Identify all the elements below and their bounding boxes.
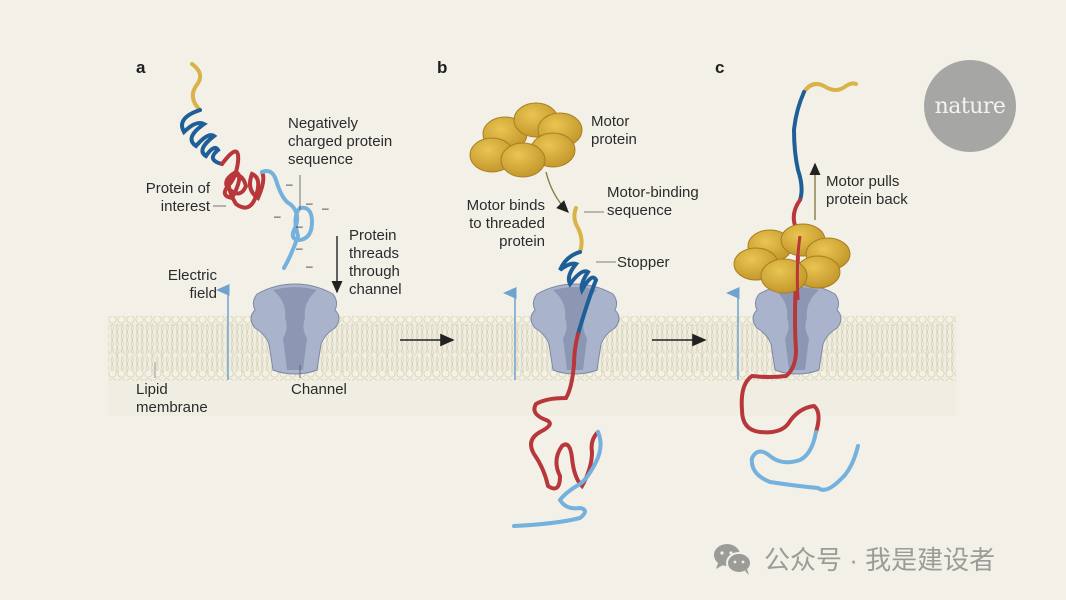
label-motor-protein: Motor protein [591,113,637,148]
watermark: 公众号 · 我是建设者 [712,540,995,577]
svg-text:–: – [322,201,329,215]
panel-letter-a: a [136,58,146,77]
light-blue-segment-c [749,430,860,492]
yellow-tag-c [802,81,858,94]
wechat-icon [712,542,754,576]
panel-letter-b: b [437,58,448,77]
panel-letter-c: c [715,58,725,77]
protein-chain-a [180,62,315,270]
svg-text:–: – [286,177,293,191]
label-protein-of-interest: Protein of interest [145,180,210,215]
label-motor-binding-sequence: Motor-binding sequence [607,184,699,219]
label-lipid-membrane: Lipid membrane [136,381,208,416]
channel-protein-a [250,283,340,375]
stopper-coil [558,250,599,336]
watermark-text: 公众号 · 我是建设者 [764,545,996,575]
label-stopper: Stopper [617,254,670,271]
dark-blue-segment-a [180,108,224,166]
yellow-tag-a [190,62,203,112]
protein-chain-b [512,206,603,528]
red-through-motor [795,235,802,301]
channel-protein-b [530,283,620,375]
negative-charges: – – – – – – – [274,177,329,273]
label-motor-pulls: Motor pulls protein back [826,173,908,208]
motor-binds-arrow [545,171,569,213]
label-channel: Channel [291,381,347,398]
nature-logo: nature [924,60,1016,152]
light-blue-segment-a [260,169,315,270]
yellow-tag-b [572,206,584,254]
label-electric-field: Electric field [167,267,217,302]
label-negatively-charged: Negatively charged protein sequence [288,115,393,168]
light-blue-segment-b [512,430,603,528]
dark-blue-segment-c [791,90,806,202]
motor-protein-b [469,102,583,178]
svg-text:–: – [296,241,303,255]
label-motor-binds: Motor binds to threaded protein [466,197,545,250]
svg-text:–: – [306,196,313,210]
red-segment-a [220,149,266,210]
svg-text:–: – [296,219,303,233]
label-protein-threads: Protein threads through channel [349,227,402,298]
motor-protein-c [733,223,851,294]
svg-text:–: – [306,259,313,273]
svg-text:–: – [274,209,281,223]
